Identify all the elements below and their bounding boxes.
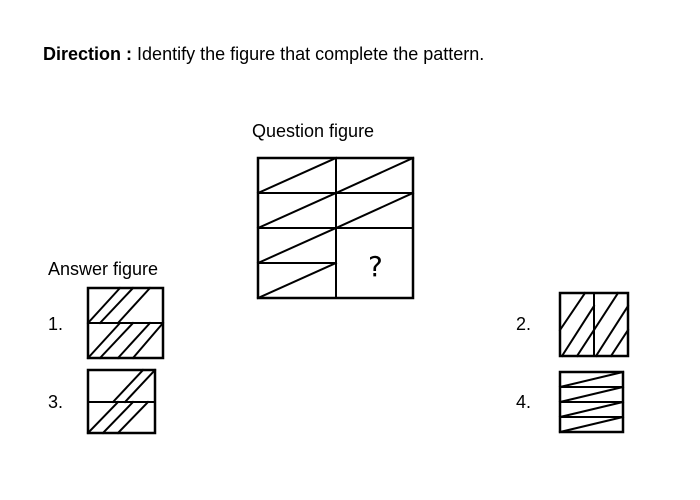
direction-label: Direction: [43, 44, 122, 64]
option-3-diag-5: [116, 400, 150, 435]
option-2-diag-6: [609, 328, 630, 358]
direction-text: Direction : Identify the figure that com…: [43, 44, 484, 65]
option-number-4: 4.: [516, 392, 532, 412]
option-3-diag-4: [101, 400, 135, 435]
option-4-diag-1: [558, 370, 625, 389]
question-figure-title: Question figure: [252, 121, 375, 141]
direction-instruction: Identify the figure that complete the pa…: [137, 44, 485, 64]
option-4-diag-3: [558, 400, 625, 419]
direction-separator: :: [126, 44, 133, 64]
option-1-diag-6: [116, 321, 152, 360]
question-mark: ?: [368, 250, 383, 283]
option-3-diag-2: [123, 368, 157, 404]
option-1-diag-3: [116, 286, 152, 325]
question-diag-left-3: [256, 226, 338, 265]
option-4-diag-2: [558, 385, 625, 404]
option-1-diag-7: [131, 321, 165, 360]
option-2-diag-3: [575, 328, 596, 358]
answer-figure-title: Answer figure: [48, 259, 159, 279]
option-1-diag-1: [86, 286, 122, 325]
option-2-diag-1: [558, 291, 587, 332]
question-diag-left-1: [256, 156, 338, 195]
option-2-diag-5: [594, 304, 630, 358]
option-number-1: 1.: [48, 314, 64, 334]
option-1-diag-2: [98, 286, 135, 325]
question-diag-left-2: [256, 191, 338, 230]
option-2-diag-4: [592, 291, 620, 332]
option-3-diag-3: [86, 400, 120, 435]
option-1-diag-4: [86, 321, 122, 360]
option-number-2: 2.: [516, 314, 532, 334]
option-4-diag-4: [558, 415, 625, 434]
option-3-diag-1: [111, 368, 145, 404]
option-number-3: 3.: [48, 392, 64, 412]
question-diag-right-2: [334, 191, 415, 230]
question-diag-right-1: [334, 156, 415, 195]
question-diag-left-4: [256, 261, 338, 300]
option-1-diag-5: [98, 321, 135, 360]
option-2-diag-2: [560, 304, 596, 358]
